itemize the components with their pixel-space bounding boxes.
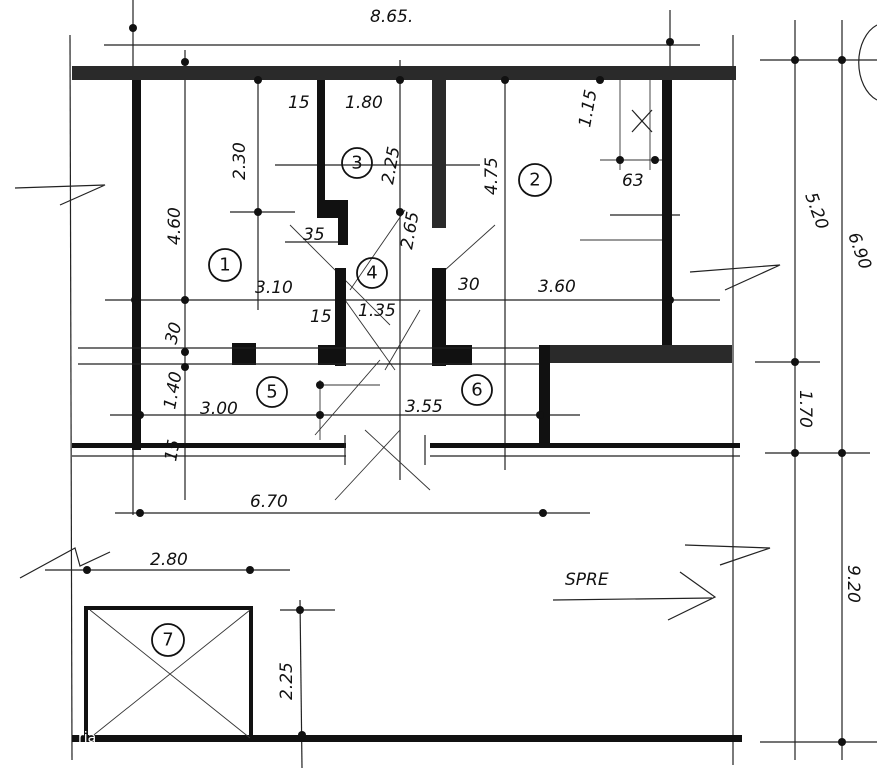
dim-115: 1.15: [575, 88, 601, 129]
dimension-dot: [396, 208, 404, 216]
dimension-dot: [651, 156, 659, 164]
dim-230: 2.30: [230, 142, 250, 180]
dim-15-mid: 15: [310, 307, 332, 327]
dimension-dot: [316, 381, 324, 389]
dimension-dot: [83, 566, 91, 574]
dim-170: 1.70: [795, 390, 815, 428]
dimension-dot: [838, 738, 846, 746]
dim-355: 3.55: [405, 397, 443, 417]
dimension-dot: [129, 24, 137, 32]
dim-280: 2.80: [150, 550, 188, 570]
direction-arrow-icon: [552, 571, 717, 621]
dimension-dot: [536, 411, 544, 419]
dimension-dot: [396, 76, 404, 84]
dimension-dot: [838, 449, 846, 457]
dim-475: 4.75: [482, 157, 502, 195]
dimension-dot: [181, 348, 189, 356]
room-4-label: 4: [366, 263, 377, 284]
dimension-dot: [838, 56, 846, 64]
room-7-outline: [84, 606, 253, 740]
dimension-dot: [136, 411, 144, 419]
room-1-label: 1: [219, 255, 230, 276]
dimension-dots: [83, 24, 846, 746]
dim-15-top: 15: [288, 93, 310, 113]
dimension-dot: [246, 566, 254, 574]
dim-920: 9.20: [843, 565, 863, 603]
dimension-labels: 8.65. 15 1.80 2.30 2.25 4.75 1.15 63 4.6…: [150, 7, 875, 700]
dimension-dot: [136, 509, 144, 517]
dim-35: 35: [303, 225, 325, 245]
dimension-dot: [666, 296, 674, 304]
dimension-dot: [131, 296, 139, 304]
dim-460: 4.60: [165, 207, 185, 245]
dimension-dot: [316, 411, 324, 419]
dim-225-room7: 2.25: [277, 662, 297, 700]
dim-135: 1.35: [358, 301, 396, 321]
dimension-dot: [298, 731, 306, 739]
dim-670: 6.70: [250, 492, 288, 512]
dimension-dot: [296, 606, 304, 614]
dim-140: 1.40: [160, 370, 186, 411]
dimension-lines: [14, 0, 877, 768]
dim-63: 63: [622, 171, 644, 191]
room-5-label: 5: [266, 382, 277, 403]
dim-360: 3.60: [538, 277, 576, 297]
dimension-dot: [501, 76, 509, 84]
dimension-dot: [666, 38, 674, 46]
dimension-dot: [596, 76, 604, 84]
dimension-dot: [791, 56, 799, 64]
watermark: ria: [78, 730, 96, 746]
room-labels: 1 2 3 4 5 6 7: [151, 147, 552, 657]
dimension-dot: [254, 208, 262, 216]
dim-15-bottom: 15: [161, 438, 184, 463]
room-3-label: 3: [351, 153, 362, 174]
dim-520: 5.20: [800, 190, 832, 232]
dimension-dot: [181, 58, 189, 66]
dimension-dot: [181, 363, 189, 371]
room-2-label: 2: [529, 170, 540, 191]
dim-310: 3.10: [255, 278, 293, 298]
dim-overall-width: 8.65.: [370, 7, 413, 27]
dimension-dot: [791, 449, 799, 457]
dim-30-right: 30: [458, 275, 480, 295]
dim-690: 6.90: [843, 230, 875, 272]
dimension-dot: [791, 358, 799, 366]
dimension-dot: [616, 156, 624, 164]
dimension-dot: [539, 509, 547, 517]
dimension-dot: [181, 296, 189, 304]
walls: [72, 66, 742, 742]
dimension-dot: [254, 76, 262, 84]
dim-180: 1.80: [345, 93, 383, 113]
partial-circle-mark: [858, 24, 877, 101]
direction-label: SPRE: [565, 570, 609, 590]
room-7-label: 7: [162, 630, 173, 651]
dim-30-left: 30: [162, 320, 187, 346]
dim-300: 3.00: [200, 399, 238, 419]
room-6-label: 6: [471, 380, 482, 401]
